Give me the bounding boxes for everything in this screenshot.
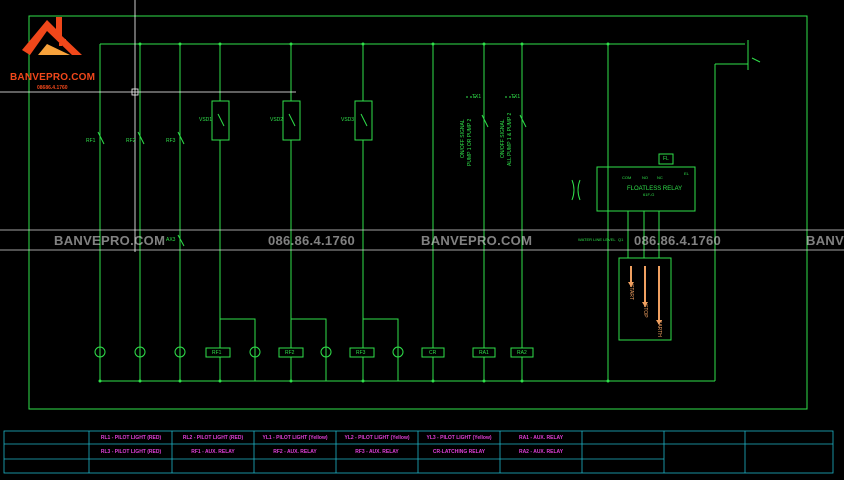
probe-box <box>618 257 672 341</box>
pilot-lights <box>94 346 404 358</box>
coil-label-rf2: RF2 <box>285 350 295 356</box>
signal2-line2: ALL PUMP 1 & PUMP 2 <box>507 112 513 166</box>
brand-phone: 08686.4.1760 <box>37 85 68 91</box>
legend-r2-c2: RF1 - AUX. RELAY <box>191 449 235 455</box>
pin-com: COM <box>622 175 632 180</box>
legend-r1-c6: RA1 - AUX. RELAY <box>518 435 564 441</box>
legend-r1-c4: YL2 - PILOT LIGHT (Yellow) <box>344 435 410 441</box>
pin-no: NO <box>642 175 648 180</box>
vsd1-contact <box>211 100 230 141</box>
label-water-line: WATER LINE LEVEL <box>578 237 616 242</box>
brand-name: BANVEPRO.COM <box>10 72 96 83</box>
legend-r1-c3: YL1 - PILOT LIGHT (Yellow) <box>262 435 328 441</box>
label-tx1a: TX1 <box>472 94 482 100</box>
label-rf1: RF1 <box>86 138 96 144</box>
probe-start: START <box>628 284 634 300</box>
probe-stop: STOP <box>642 304 648 318</box>
legend-r2-c1: RL3 - PILOT LIGHT (RED) <box>100 449 162 455</box>
coil-label-rf3: RF3 <box>356 350 366 356</box>
legend-r2-c4: RF3 - AUX. RELAY <box>355 449 399 455</box>
legend-r2-c5: CR-LATCHING RELAY <box>432 449 486 455</box>
label-tx1b: TX1 <box>511 94 521 100</box>
label-floatless-relay: FLOATLESS RELAY <box>627 186 683 192</box>
pin-nc: NC <box>657 175 663 180</box>
label-vsd1: VSD1 <box>199 117 213 123</box>
watermark-phone-2: 086.86.4.1760 <box>634 233 722 248</box>
label-vsd3: VSD3 <box>341 117 355 123</box>
watermark-phone-1: 086.86.4.1760 <box>268 233 356 248</box>
label-q1: Q1 <box>618 237 624 242</box>
floatless-relay <box>596 166 696 212</box>
legend-r2-c3: RF2 - AUX. RELAY <box>273 449 317 455</box>
watermark-site-3: BANV <box>806 233 844 248</box>
label-fl: FL <box>663 156 669 162</box>
signal1-line2: PUMP 1 OR PUMP 2 <box>467 118 473 166</box>
coil-label-ra1: RA1 <box>479 350 489 356</box>
legend-table <box>3 430 834 474</box>
signal2-line1: ON/OFF SIGNAL <box>500 119 506 158</box>
signal1-line1: ON/OFF SIGNAL <box>460 119 466 158</box>
relay-coils <box>205 347 534 358</box>
label-floatless-sub: 61F-G <box>643 192 655 197</box>
vsd3-contact <box>354 100 373 141</box>
legend-r1-c5: YL3 - PILOT LIGHT (Yellow) <box>426 435 492 441</box>
vsd2-contact <box>282 100 301 141</box>
legend-r1-c1: RL1 - PILOT LIGHT (RED) <box>100 435 162 441</box>
watermark-site-2: BANVEPRO.COM <box>421 233 533 248</box>
drawing-frame <box>28 15 808 410</box>
legend-r1-c2: RL2 - PILOT LIGHT (RED) <box>182 435 244 441</box>
crosshair-cursor[interactable] <box>0 0 296 252</box>
coil-label-cr: CR <box>429 350 437 356</box>
rungs <box>99 44 609 381</box>
pin-el: EL <box>684 171 689 176</box>
coil-label-rf1: RF1 <box>212 350 222 356</box>
coil-label-ra2: RA2 <box>517 350 527 356</box>
legend-r2-c6: RA2 - AUX. RELAY <box>518 449 564 455</box>
label-vsd2: VSD2 <box>270 117 284 123</box>
fl-box <box>658 153 674 165</box>
watermark-site-1: BANVEPRO.COM <box>54 233 166 248</box>
label-ax3: AX3 <box>166 237 176 243</box>
label-rf2: RF2 <box>126 138 136 144</box>
probe-earth: EARTH <box>656 320 662 337</box>
label-rf3: RF3 <box>166 138 176 144</box>
logo-icon <box>22 17 82 55</box>
